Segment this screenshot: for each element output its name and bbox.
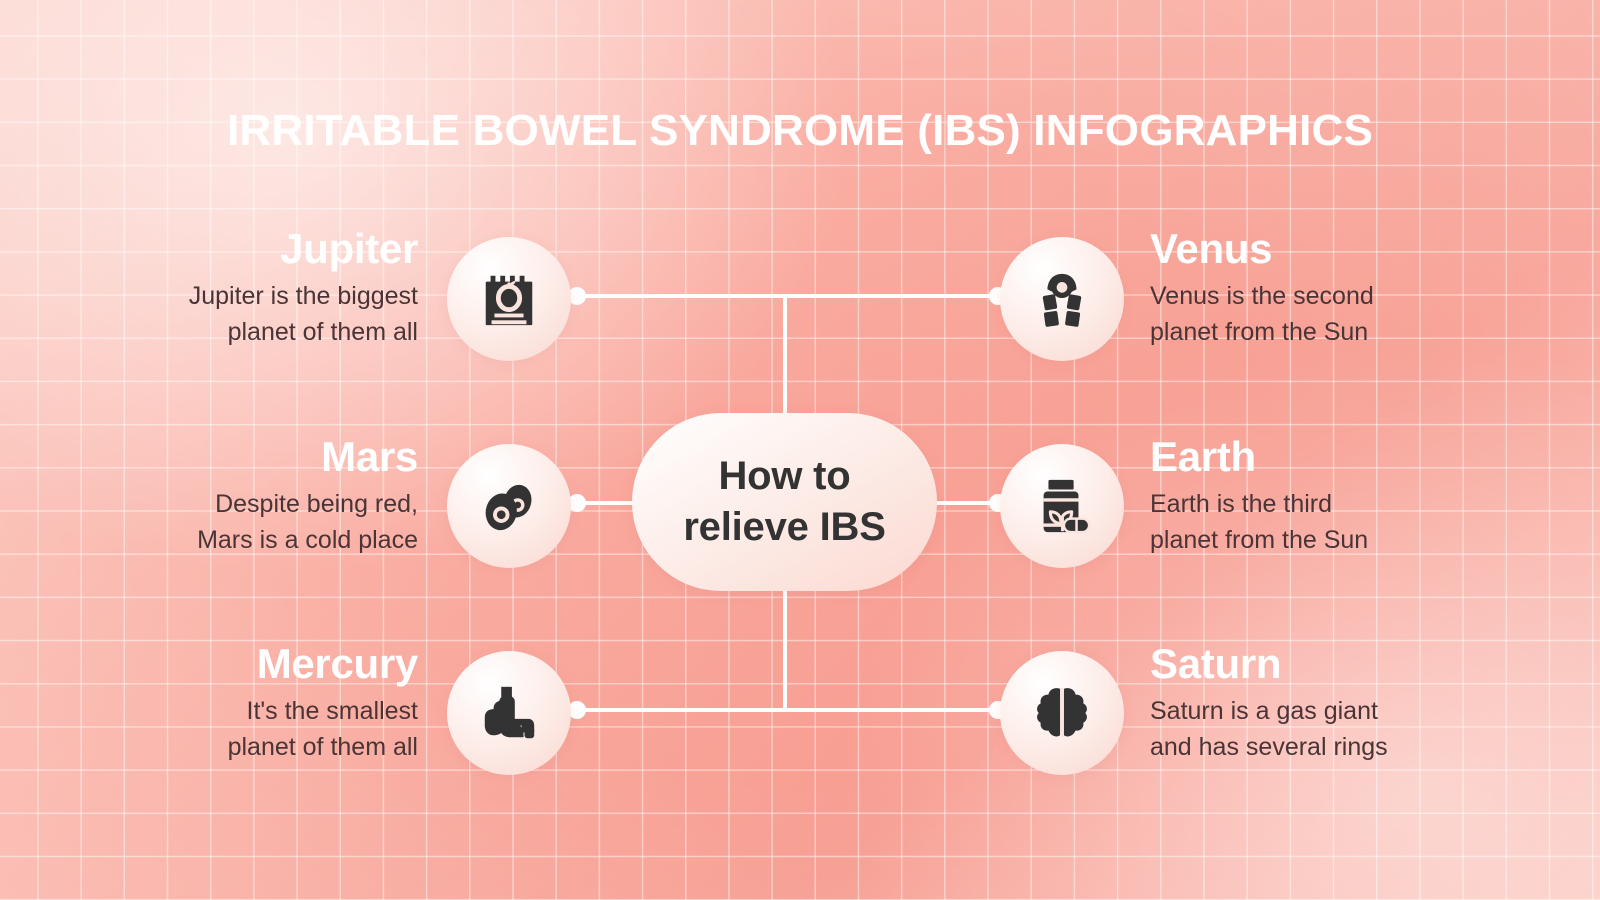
item-earth-title: Earth — [1150, 433, 1256, 480]
diet-notepad-icon — [485, 275, 533, 326]
item-mercury-desc: It's the smallest planet of them all — [88, 694, 418, 765]
item-earth-desc-line-2: planet from the Sun — [1150, 525, 1369, 554]
center-node[interactable]: How to relieve IBS — [632, 413, 937, 591]
item-jupiter-desc-line-2: planet of them all — [227, 317, 418, 346]
item-saturn-text: Saturn Saturn is a gas giant and has sev… — [1150, 643, 1480, 765]
yoga-meditation-icon — [484, 686, 535, 739]
center-node-line-2: relieve IBS — [683, 505, 886, 549]
connector-dot — [568, 494, 586, 512]
item-mars-desc-line-1: Despite being red, — [215, 490, 418, 518]
item-venus-desc-line-1: Venus is the second — [1150, 282, 1374, 310]
connector-dot — [568, 701, 586, 719]
connector-dot — [568, 287, 586, 305]
item-mars-desc: Despite being red, Mars is a cold place — [88, 487, 418, 558]
icon-node-mercury[interactable] — [447, 651, 571, 775]
icon-node-mars[interactable] — [447, 444, 571, 568]
item-jupiter-title: Jupiter — [280, 225, 418, 272]
item-mercury-text: Mercury It's the smallest planet of them… — [88, 640, 419, 765]
item-saturn-desc: Saturn is a gas giant and has several ri… — [1150, 694, 1480, 765]
brain-icon — [1037, 687, 1087, 738]
item-mercury-desc-line-1: It's the smallest — [246, 697, 419, 725]
item-saturn-desc-line-1: Saturn is a gas giant — [1150, 697, 1378, 725]
hand-grip-exercise-icon — [1042, 273, 1082, 327]
item-jupiter-text: Jupiter Jupiter is the biggest planet of… — [88, 225, 419, 350]
item-earth-desc: Earth is the third planet from the Sun — [1150, 487, 1480, 558]
item-mercury-title: Mercury — [256, 640, 419, 687]
item-jupiter-desc: Jupiter is the biggest planet of them al… — [88, 279, 418, 350]
icon-node-saturn[interactable] — [1000, 651, 1124, 775]
item-mars-text: Mars Despite being red, Mars is a cold p… — [88, 436, 418, 558]
item-mars-desc-line-2: Mars is a cold place — [197, 525, 418, 554]
item-earth-text: Earth Earth is the third planet from the… — [1150, 436, 1480, 558]
item-mercury-desc-line-2: planet of them all — [227, 732, 418, 761]
item-venus-desc: Venus is the second planet from the Sun — [1150, 279, 1480, 350]
supplement-bottle-icon — [1043, 479, 1091, 534]
center-node-label: How to relieve IBS — [683, 451, 886, 553]
item-earth-desc-line-1: Earth is the third — [1150, 490, 1333, 518]
icon-node-jupiter[interactable] — [447, 237, 571, 361]
item-venus-text: Venus Venus is the second planet from th… — [1150, 228, 1480, 350]
item-venus-title: Venus — [1150, 225, 1273, 272]
avocado-halves-icon — [485, 484, 532, 531]
item-saturn-desc-line-2: and has several rings — [1150, 732, 1388, 761]
center-node-line-1: How to — [718, 453, 851, 498]
page-title: Irritable Bowel Syndrome (IBS) Infograph… — [226, 106, 1374, 155]
item-saturn-title: Saturn — [1150, 640, 1282, 687]
item-venus-desc-line-2: planet from the Sun — [1150, 317, 1369, 346]
icon-node-earth[interactable] — [1000, 444, 1124, 568]
icon-node-venus[interactable] — [1000, 237, 1124, 361]
item-mars-title: Mars — [321, 433, 418, 480]
item-jupiter-desc-line-1: Jupiter is the biggest — [188, 282, 418, 310]
